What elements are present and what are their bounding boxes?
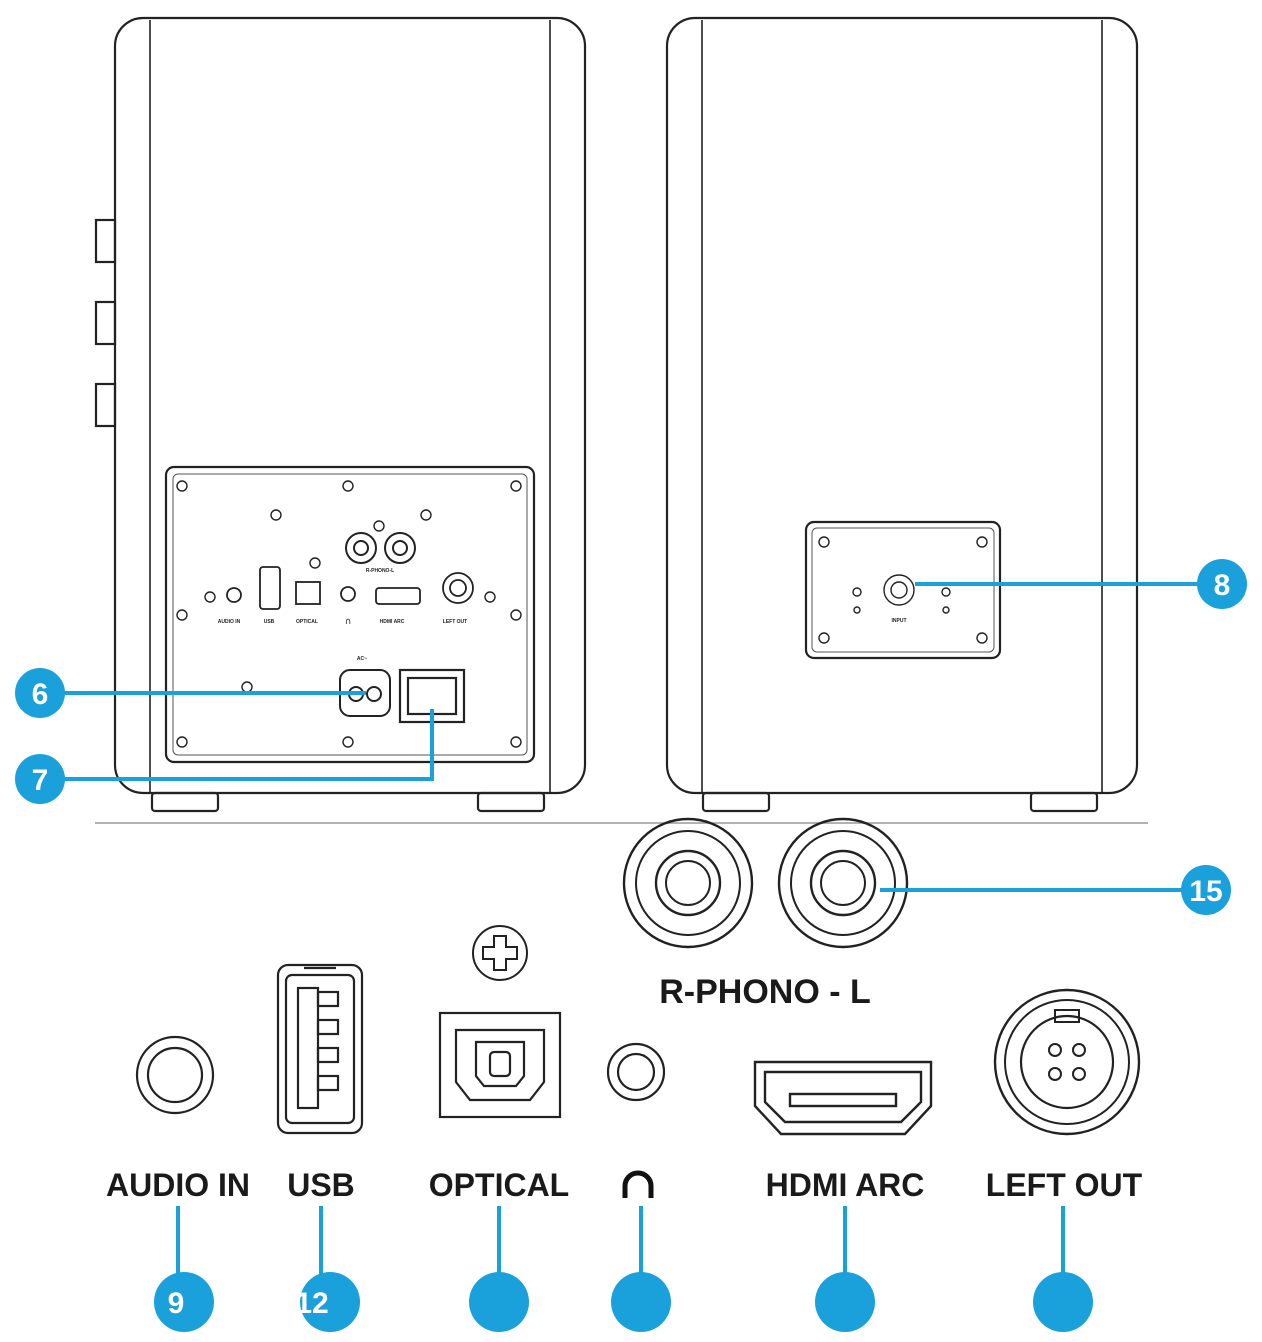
callout-6: 6: [32, 678, 49, 711]
svg-text:LEFT OUT: LEFT OUT: [443, 619, 467, 625]
optical-port: [438, 1011, 562, 1119]
right-speaker: [665, 16, 1139, 813]
svg-text:USB: USB: [264, 619, 275, 625]
speaker-foot: [701, 791, 771, 813]
callout-marker-optical: [469, 1272, 529, 1332]
headphone-icon: [622, 1170, 654, 1198]
svg-text:OPTICAL: OPTICAL: [296, 619, 318, 625]
ports-row-small: [226, 566, 474, 610]
right-rear-plate: INPUT: [804, 520, 1002, 660]
left-out-connector: [993, 988, 1141, 1136]
callout-marker-left-out: [1033, 1272, 1093, 1332]
label-hdmi-arc: HDMI ARC: [766, 1167, 925, 1203]
speaker-foot: [476, 791, 546, 813]
speaker-foot: [1029, 791, 1099, 813]
ports-labels-small: AUDIO IN USB OPTICAL HDMI ARC LEFT OUT: [218, 619, 467, 625]
callout-markers: [15, 559, 1247, 1332]
callout-marker-headphone: [611, 1272, 671, 1332]
callout-numbers: 6 7 8 15 9 12: [32, 569, 1231, 1320]
phono-small-label: R-PHONO-L: [366, 568, 394, 574]
left-speaker: [94, 16, 587, 813]
callout-12: 12: [295, 1287, 328, 1320]
callout-8: 8: [1214, 569, 1231, 602]
svg-text:AUDIO IN: AUDIO IN: [218, 619, 241, 625]
ac-small-label: AC~: [357, 656, 367, 662]
callout-marker-15: [1181, 865, 1231, 915]
callout-marker-6: [15, 668, 65, 718]
svg-text:HDMI ARC: HDMI ARC: [380, 619, 405, 625]
callout-7: 7: [32, 764, 49, 797]
side-knob: [94, 300, 117, 346]
left-rear-plate: R-PHONO-L AUDIO IN USB OPTICAL HDMI ARC …: [164, 465, 536, 764]
port-labels: AUDIO IN USB OPTICAL HDMI ARC LEFT OUT: [106, 1167, 1143, 1203]
headphone-jack: [606, 1042, 666, 1102]
phono-jacks-small: [345, 532, 416, 564]
hdmi-port: [753, 1060, 933, 1136]
label-left-out: LEFT OUT: [986, 1167, 1143, 1203]
label-usb: USB: [287, 1167, 355, 1203]
speaker-foot: [150, 791, 220, 813]
side-knob: [94, 218, 117, 264]
usb-port: [276, 963, 364, 1135]
callout-marker-8: [1197, 559, 1247, 609]
screw-large: [472, 925, 528, 981]
label-optical: OPTICAL: [429, 1167, 569, 1203]
callout-9: 9: [168, 1287, 185, 1320]
side-knob: [94, 382, 117, 428]
phono-label: R-PHONO - L: [659, 973, 871, 1011]
plate-screws: [176, 480, 522, 748]
phono-jacks-large: [622, 817, 909, 949]
callout-marker-7: [15, 754, 65, 804]
audio-in-jack: [135, 1035, 215, 1115]
callout-marker-hdmi: [815, 1272, 875, 1332]
callout-15: 15: [1189, 875, 1222, 908]
input-small-label: INPUT: [892, 618, 907, 624]
callout-marker-12: [300, 1272, 360, 1332]
callout-marker-9: [154, 1272, 214, 1332]
label-audio-in: AUDIO IN: [106, 1167, 250, 1203]
headphone-small-icon: ∩: [345, 617, 352, 627]
